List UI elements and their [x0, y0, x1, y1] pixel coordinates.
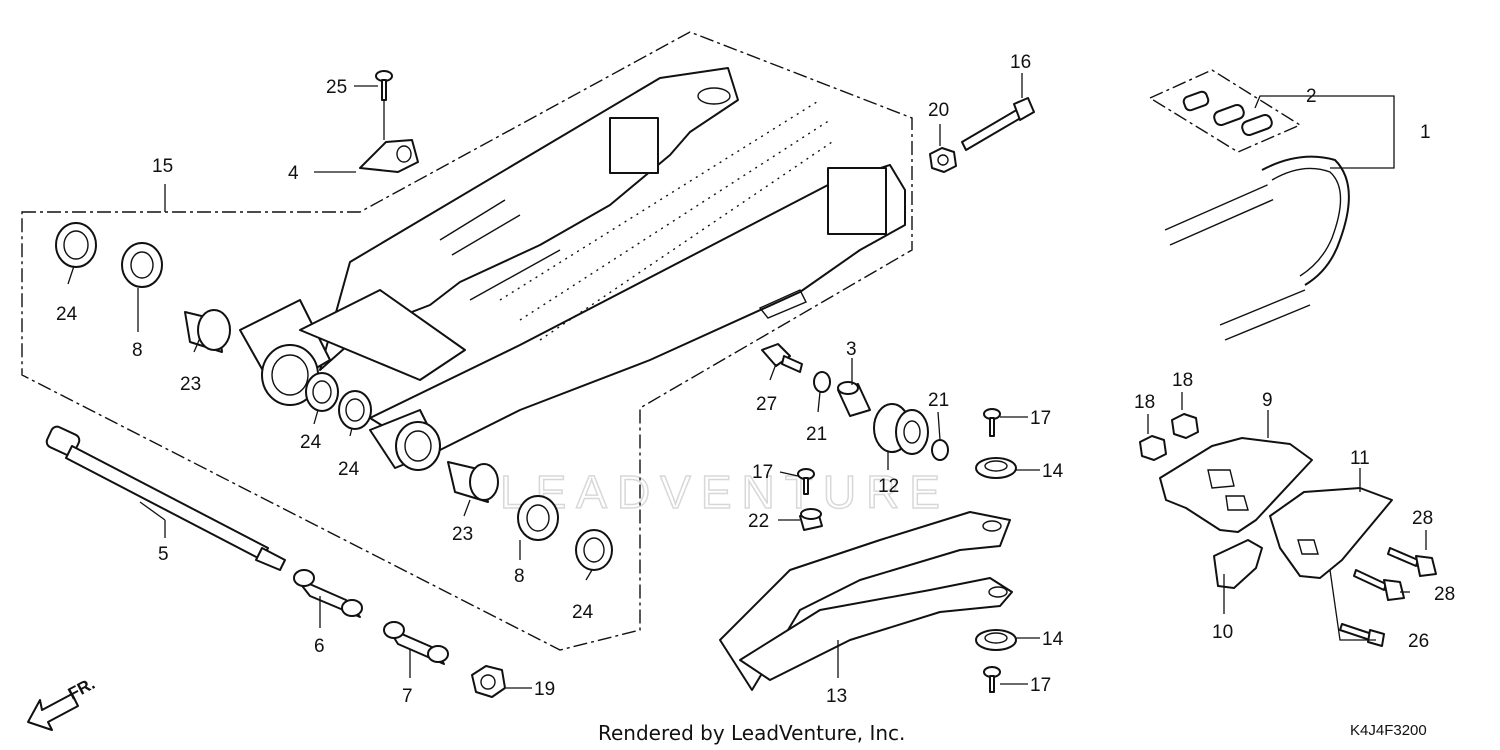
- collar-8-part: [517, 495, 559, 541]
- callout-23a: 23: [180, 374, 201, 395]
- seal-24-part: [305, 372, 372, 430]
- diagram-code: K4J4F3200: [1350, 722, 1427, 739]
- callout-13: 13: [826, 686, 847, 707]
- seal-24-part: [55, 222, 97, 268]
- callout-2: 2: [1306, 86, 1317, 107]
- chain-guide-9-part: [1159, 437, 1313, 533]
- callout-11: 11: [1350, 448, 1370, 469]
- front-direction-arrow-icon: [27, 693, 79, 731]
- callout-17b: 17: [752, 462, 773, 483]
- callout-1: 1: [1420, 122, 1431, 143]
- seal-24-part: [575, 529, 613, 571]
- bolt-16-part: [961, 97, 1035, 151]
- washer-21-part: [931, 439, 949, 461]
- collar-6-part: [293, 569, 363, 618]
- needle-bearing-23-part: [447, 461, 499, 503]
- watermark: LEADVENTURE: [500, 466, 950, 518]
- grommet-14-part: [975, 457, 1017, 479]
- callout-24d: 24: [572, 602, 594, 623]
- callout-21b: 21: [928, 390, 949, 411]
- collar-8-part: [121, 242, 163, 288]
- collar-7-part: [383, 621, 449, 665]
- callout-28a: 28: [1412, 508, 1433, 529]
- needle-bearing-23-part: [184, 309, 231, 353]
- screw-25-part: [375, 70, 393, 101]
- callout-17c: 17: [1030, 675, 1051, 696]
- screw-17-part: [983, 666, 1001, 693]
- bolt-26-part: [1339, 623, 1385, 647]
- callout-4: 4: [288, 163, 299, 184]
- bushing-12-part: [873, 403, 929, 455]
- callout-24c: 24: [338, 459, 360, 480]
- collar-22-part: [799, 508, 823, 531]
- callout-24b: 24: [300, 432, 322, 453]
- callout-9: 9: [1262, 390, 1273, 411]
- callout-18a: 18: [1134, 392, 1155, 413]
- nut-19-part: [471, 665, 506, 698]
- callout-21a: 21: [806, 424, 827, 445]
- leader-lines: [67, 73, 1427, 689]
- callout-22: 22: [748, 511, 769, 532]
- callout-16: 16: [1010, 52, 1031, 73]
- callout-23b: 23: [452, 524, 473, 545]
- bolt-27-part: [761, 343, 803, 373]
- callout-20: 20: [928, 100, 949, 121]
- callout-28b: 28: [1434, 584, 1455, 605]
- callout-18b: 18: [1172, 370, 1193, 391]
- screw-17-part: [797, 468, 815, 495]
- callout-25: 25: [326, 77, 347, 98]
- callout-8a: 8: [132, 340, 143, 361]
- callout-8b: 8: [514, 566, 525, 587]
- assembly-boundary: [21, 31, 913, 651]
- callout-24a: 24: [56, 304, 78, 325]
- callout-27: 27: [756, 394, 777, 415]
- chain-guide-plate-11-part: [1269, 487, 1393, 579]
- drive-chain-part: [1164, 90, 1350, 341]
- callout-5: 5: [158, 544, 169, 565]
- grommet-14-part: [975, 629, 1017, 651]
- chain-slider-13-part: [719, 511, 1013, 691]
- pivot-shaft-part: [45, 425, 286, 571]
- clamp-4-part: [359, 139, 419, 173]
- collar-3-part: [837, 381, 871, 417]
- callout-6: 6: [314, 636, 325, 657]
- callout-14b: 14: [1042, 629, 1064, 650]
- callout-26: 26: [1408, 631, 1429, 652]
- bolt-28-part: [1353, 569, 1405, 601]
- render-credit: Rendered by LeadVenture, Inc.: [598, 721, 905, 745]
- washer-21-part: [813, 371, 831, 393]
- bolt-28-part: [1387, 547, 1437, 577]
- callout-17a: 17: [1030, 408, 1051, 429]
- callout-3: 3: [846, 339, 857, 360]
- callout-12: 12: [878, 476, 899, 497]
- chain-guard-10-part: [1213, 539, 1263, 589]
- nut-18-part: [1171, 413, 1199, 439]
- callout-7: 7: [402, 686, 413, 707]
- callout-10: 10: [1212, 622, 1233, 643]
- callout-15: 15: [152, 156, 173, 177]
- nut-20-part: [929, 147, 957, 173]
- screw-17-part: [983, 408, 1001, 437]
- callout-14a: 14: [1042, 461, 1064, 482]
- chain-joint-boundary: [1148, 69, 1302, 153]
- swingarm-part: [239, 67, 906, 471]
- callout-19: 19: [534, 679, 555, 700]
- nut-18-part: [1139, 435, 1167, 461]
